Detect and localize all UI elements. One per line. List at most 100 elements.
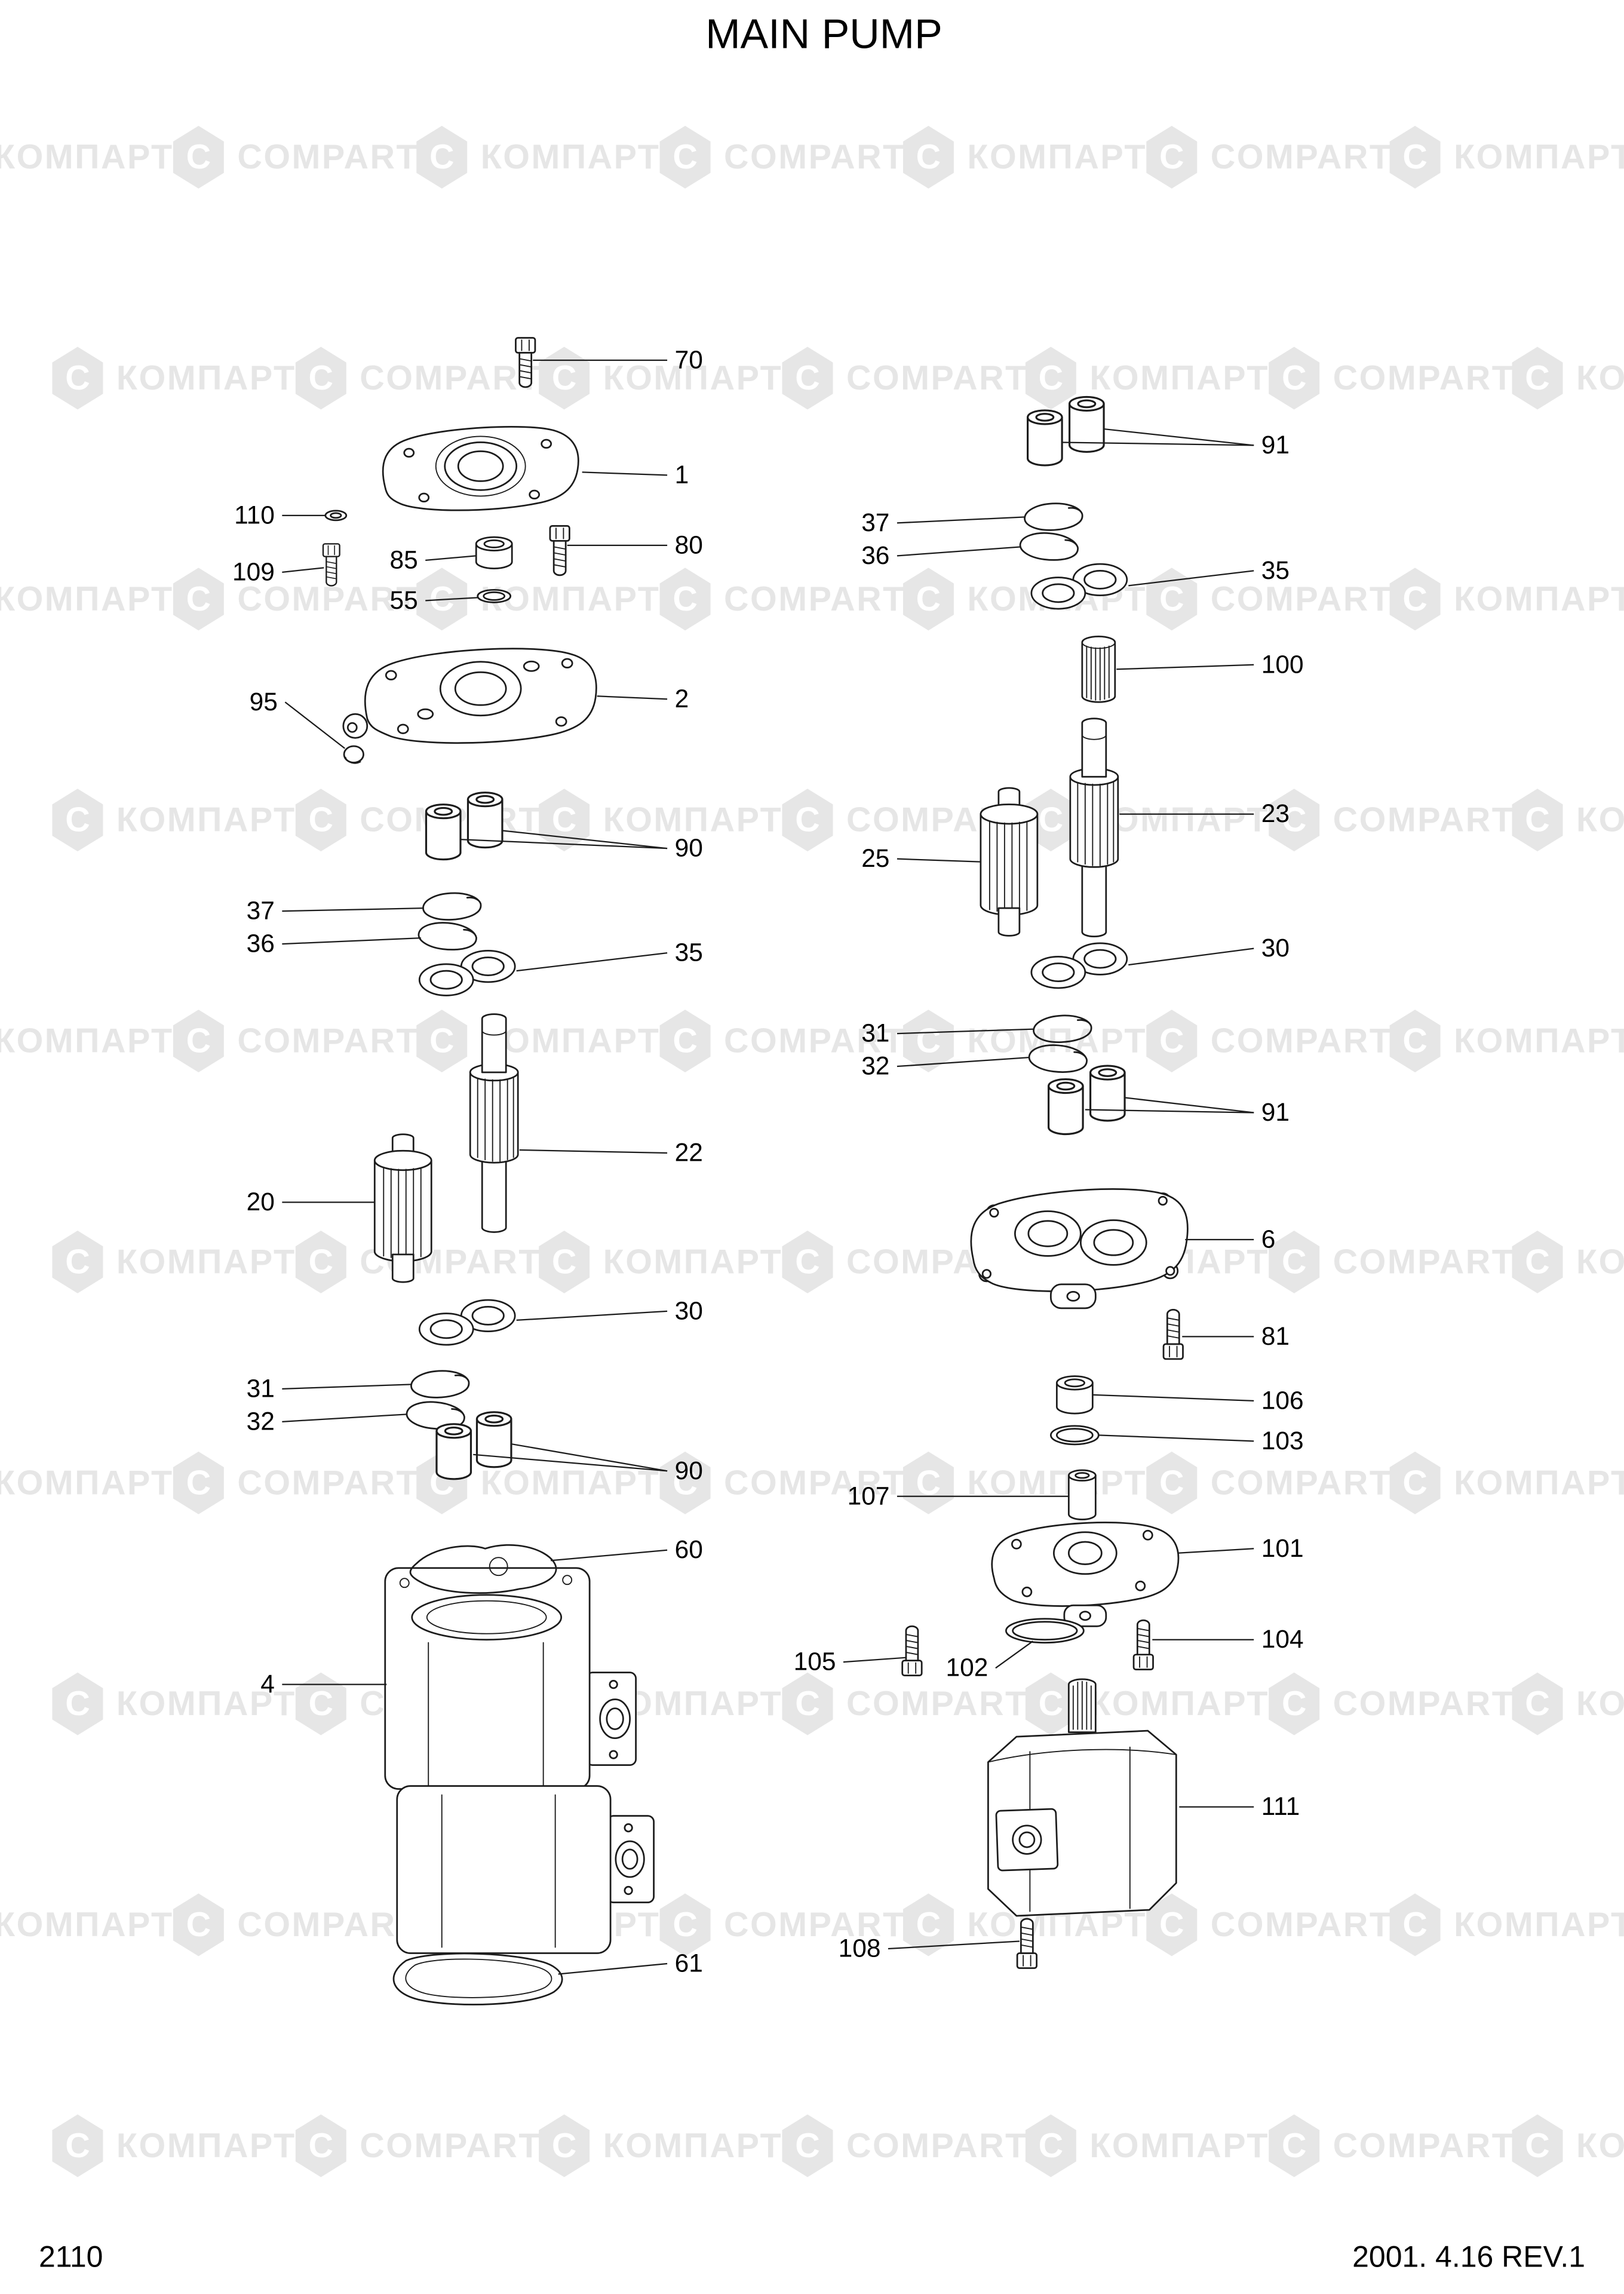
watermark-hexagon-logo: [902, 568, 954, 631]
leader-line-60-19-0: [551, 1549, 668, 1562]
watermark-logo-letter: C: [309, 801, 334, 839]
leader-line-103-36-0: [1098, 1434, 1254, 1442]
callout-label-109-3: 109: [232, 558, 275, 586]
leader-line-108-43-0: [888, 1940, 1020, 1950]
watermark-logo-letter: C: [1525, 1685, 1550, 1723]
callout-label-95-8: 95: [250, 688, 278, 716]
leader-line-95-8-0: [284, 701, 345, 749]
watermark-hexagon-logo: [1269, 1230, 1320, 1293]
part-36-snap-ring-r: [1018, 528, 1080, 565]
watermark-logo-letter: C: [65, 359, 90, 397]
watermark-text: COMPART: [1333, 1243, 1515, 1281]
leader-line-36-24-0: [897, 546, 1021, 557]
watermark-text: COMPART: [237, 580, 419, 618]
watermark-logo-letter: C: [186, 1906, 211, 1944]
watermark-text: COMPART: [724, 138, 905, 176]
callout-label-30-15: 30: [675, 1297, 703, 1325]
part-90-bushing-d: [435, 1423, 472, 1480]
watermark-hexagon-logo: [173, 568, 224, 631]
watermark-unit: C COMPART: [1269, 789, 1515, 852]
callout-label-90-9: 90: [675, 835, 703, 863]
callout-label-110-2: 110: [234, 501, 275, 529]
leader-line-55-5-0: [425, 597, 478, 602]
callout-label-111-42: 111: [1261, 1793, 1300, 1821]
watermark-logo-letter: C: [1039, 1685, 1064, 1723]
watermark-text: COMPART: [237, 1906, 419, 1944]
watermark-hexagon-logo: [295, 1230, 346, 1293]
watermark-hexagon-logo: [1146, 1893, 1198, 1956]
watermark-hexagon-logo: [1146, 125, 1198, 189]
watermark-logo-letter: C: [1282, 801, 1307, 839]
leader-line-100-26-0: [1116, 664, 1254, 670]
watermark-logo-letter: C: [916, 1906, 941, 1944]
watermark-text: КОМПАРТ: [967, 1464, 1147, 1502]
watermark-text: COMPART: [724, 1022, 905, 1060]
part-6-plate: [970, 1188, 1189, 1309]
watermark-text: COMPART: [1211, 580, 1392, 618]
watermark-text: КОМПАРТ: [603, 1243, 783, 1281]
leader-line-90-9-1: [461, 839, 668, 849]
leader-line-30-15-0: [516, 1310, 668, 1321]
watermark-hexagon-logo: [173, 1451, 224, 1514]
watermark-text: КОМПАРТ: [1089, 359, 1269, 397]
leader-line-1-1-0: [582, 471, 668, 476]
callout-label-6-33: 6: [1261, 1225, 1276, 1253]
watermark-hexagon-logo: [1512, 1230, 1563, 1293]
watermark-logo-letter: C: [673, 1022, 698, 1060]
part-30-seal-pair-r: [1030, 942, 1128, 989]
callout-label-37-23: 37: [861, 509, 889, 537]
watermark-logo-letter: C: [65, 2127, 90, 2165]
watermark-text: КОМПАРТ: [116, 2127, 296, 2165]
part-30-seal-pair: [418, 1299, 516, 1346]
part-91-bushing-c: [1089, 1065, 1126, 1122]
part-37-snap-ring: [422, 892, 482, 921]
watermark-hexagon-logo: [659, 125, 711, 189]
callout-label-22-13: 22: [675, 1139, 703, 1167]
callout-label-101-38: 101: [1261, 1535, 1304, 1563]
part-81-bolt: [1162, 1309, 1184, 1360]
watermark-logo-letter: C: [795, 1243, 820, 1281]
callout-label-35-25: 35: [1261, 557, 1290, 585]
watermark-hexagon-logo: [1146, 1010, 1198, 1073]
leader-line-35-25-0: [1128, 570, 1254, 587]
callout-label-91-32: 91: [1261, 1099, 1290, 1127]
watermark-hexagon-logo: [1389, 568, 1441, 631]
part-100-coupling: [1081, 635, 1116, 703]
watermark-text: КОМПАРТ: [967, 138, 1147, 176]
watermark-hexagon-logo: [52, 2114, 103, 2178]
watermark-text: КОМПАРТ: [0, 1464, 174, 1502]
watermark-hexagon-logo: [1025, 346, 1076, 410]
part-1-plate: [382, 425, 579, 511]
watermark-hexagon-logo: [1512, 346, 1563, 410]
watermark-logo-letter: C: [1525, 801, 1550, 839]
watermark-text: КОМПАРТ: [481, 138, 661, 176]
watermark-layer: CКОМПАРТCCOMPARTCКОМПАРТCCOMPARTCКОМПАРТ…: [0, 125, 1624, 2178]
watermark-text: COMPART: [1333, 801, 1515, 839]
part-90-bushing-c: [475, 1411, 512, 1468]
watermark-hexagon-logo: [173, 1010, 224, 1073]
watermark-hexagon-logo: [1269, 1672, 1320, 1735]
watermark-hexagon-logo: [52, 789, 103, 852]
callout-label-105-39: 105: [794, 1648, 836, 1676]
part-110-washer: [324, 510, 348, 522]
watermark-logo-letter: C: [1402, 1906, 1427, 1944]
watermark-text: КОМПАРТ: [481, 1022, 661, 1060]
callout-label-81-34: 81: [1261, 1323, 1290, 1351]
watermark-logo-letter: C: [673, 138, 698, 176]
watermark-hexagon-logo: [539, 1230, 590, 1293]
